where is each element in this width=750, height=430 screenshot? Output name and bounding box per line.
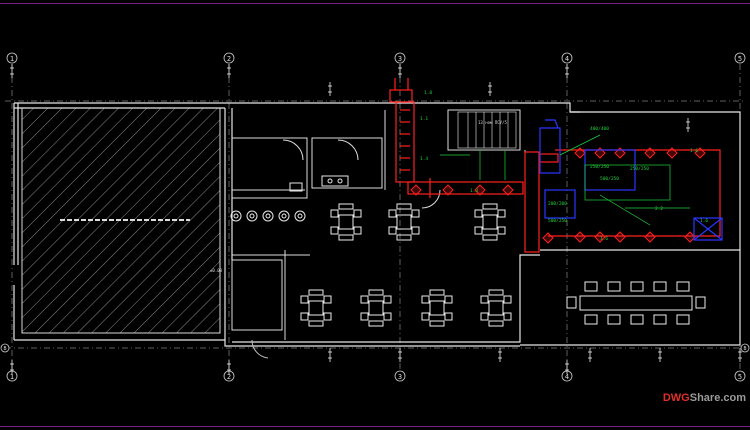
stair-note: 13 ном ПСУ/5 — [478, 120, 507, 125]
svg-text:3: 3 — [398, 373, 402, 381]
axis-2-label: 2 — [227, 55, 231, 63]
outer-walls — [13, 102, 741, 347]
supply-diffuser — [542, 232, 554, 244]
hvac-labels: 400/400 250/250 500/250 200/200 1.6 1.3 1.4 1.1… — [420, 90, 708, 242]
axis-4-top-bubble: 4 — [561, 52, 573, 64]
frame-bottom-border — [0, 426, 750, 427]
axis-tick — [565, 64, 569, 78]
supply-diffuser — [574, 231, 586, 243]
axis-tick — [498, 348, 502, 362]
axis-tick — [328, 82, 332, 96]
table-set — [480, 289, 512, 327]
axis-4-label: 4 — [565, 55, 569, 63]
hvac-label: 500/250 — [600, 176, 619, 182]
axis-tick — [398, 348, 402, 362]
table-set — [474, 203, 506, 241]
axis-1-top-bubble: 1 — [6, 52, 18, 64]
axis-5-top-bubble: 5 — [734, 52, 746, 64]
table-set — [300, 289, 332, 327]
table-set — [330, 203, 362, 241]
supply-diffuser — [694, 147, 706, 159]
axis-1-label: 1 — [10, 55, 14, 63]
supply-diffuser — [574, 147, 586, 159]
exhaust-duct — [539, 119, 723, 241]
table-set — [421, 289, 453, 327]
axis-tick — [328, 348, 332, 362]
axis-b-left-bubble: B — [0, 343, 10, 353]
axis-tick — [488, 82, 492, 96]
svg-text:1: 1 — [10, 373, 14, 381]
axis-3-bottom-bubble: 3 — [394, 370, 406, 382]
hvac-label: 1.6 — [600, 236, 608, 242]
svg-text:2: 2 — [227, 373, 231, 381]
hvac-label: 200/200 — [548, 201, 567, 207]
axis-tick — [227, 360, 231, 374]
axis-tick — [10, 64, 14, 78]
hvac-label: 250/250 — [630, 166, 649, 172]
hvac-label: 250/250 — [590, 164, 609, 170]
hvac-label: 1.6 — [700, 218, 708, 224]
sink-row — [230, 175, 349, 222]
frame-top-border — [0, 3, 750, 4]
supply-duct — [389, 78, 721, 253]
supply-diffuser — [410, 184, 422, 196]
stair — [457, 111, 517, 149]
supply-diffuser — [474, 184, 486, 196]
supply-diffuser — [644, 147, 656, 159]
axis-tick — [588, 348, 592, 362]
hvac-label: 1.6 — [690, 148, 698, 154]
hvac-label: 1.1 — [420, 116, 428, 122]
hvac-label: 1.3 — [470, 188, 478, 194]
level-mark: ±0.00 — [210, 268, 223, 273]
hvac-label: 400/400 — [590, 126, 609, 132]
axis-tick — [10, 360, 14, 374]
hvac-label: 1.8 — [424, 90, 432, 96]
hvac-label: 2.2 — [655, 206, 663, 212]
svg-text:5: 5 — [738, 373, 742, 381]
supply-diffuser — [614, 231, 626, 243]
axis-3-top-bubble: 3 — [394, 52, 406, 64]
axis-tick — [658, 348, 662, 362]
axis-5-bottom-bubble: 5 — [734, 370, 746, 382]
axis-tick — [686, 118, 690, 132]
axis-tick — [398, 64, 402, 78]
table-sets — [300, 203, 512, 327]
supply-diffuser — [594, 231, 606, 243]
svg-text:4: 4 — [565, 373, 569, 381]
axis-b-right-bubble: B — [740, 343, 750, 353]
supply-diffuser — [666, 147, 678, 159]
supply-diffuser — [684, 231, 696, 243]
axis-tick — [738, 348, 742, 362]
axis-tick — [227, 64, 231, 78]
watermark: DWGShare.com — [662, 392, 746, 404]
supply-diffusers — [410, 147, 706, 244]
svg-text:B: B — [3, 346, 6, 352]
axis-3-label: 3 — [398, 55, 402, 63]
axis-ticks — [10, 64, 742, 374]
axis-2-top-bubble: 2 — [223, 52, 235, 64]
hvac-label: 500/250 — [548, 218, 567, 224]
hvac-annotations — [440, 134, 690, 226]
supply-diffuser — [442, 184, 454, 196]
table-set — [388, 203, 420, 241]
table-set — [360, 289, 392, 327]
long-table — [566, 281, 706, 325]
supply-diffuser — [502, 184, 514, 196]
hvac-label: 1.4 — [420, 156, 428, 162]
axis-5-label: 5 — [738, 55, 742, 63]
axis-tick — [565, 360, 569, 374]
svg-text:B: B — [743, 346, 746, 352]
supply-diffuser — [644, 231, 656, 243]
